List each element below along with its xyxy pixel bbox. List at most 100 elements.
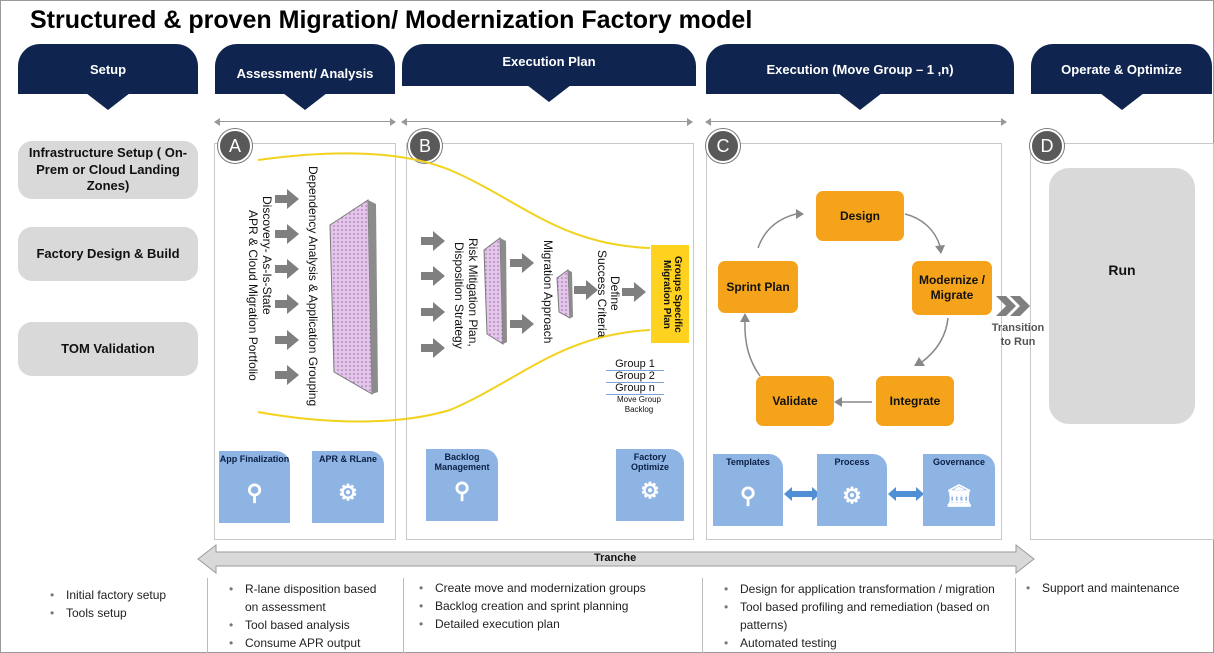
bullet-item: Tools setup [50, 604, 166, 622]
tranche-label: Tranche [594, 552, 637, 564]
card-label: Governance [932, 457, 986, 467]
cycle-arrow-icon [935, 245, 945, 254]
migration-plan-box: Groups Specific Migration Plan [651, 245, 689, 343]
card-label: Backlog Management [434, 452, 490, 473]
bullet-item: Tool based analysis [229, 616, 387, 634]
divider [403, 578, 404, 653]
setup-box-factory: Factory Design & Build [18, 227, 198, 281]
run-label: Run [1108, 262, 1136, 278]
cycle-validate: Validate [756, 376, 834, 426]
person-laptop-icon: ⚲ [453, 478, 471, 503]
card-app-finalization: App Finalization ⚲ [219, 451, 290, 523]
bullet-item: Consume APR output [229, 634, 387, 652]
plan-text-migration-approach: Migration Approach [541, 240, 556, 344]
setup-box-label: TOM Validation [61, 340, 155, 356]
plan-text-disposition: Disposition Strategy [452, 242, 467, 349]
setup-box-tom: TOM Validation [18, 322, 198, 376]
phase-label: Execution (Move Group – 1 ,n) [766, 61, 954, 77]
page-title: Structured & proven Migration/ Moderniza… [30, 6, 753, 34]
card-label: Factory Optimize [630, 452, 669, 473]
phase-execution: Execution (Move Group – 1 ,n) [706, 44, 1014, 110]
cycle-design: Design [816, 191, 904, 241]
bullet-item: Design for application transformation / … [724, 580, 1002, 598]
bullets-execution: Design for application transformation / … [722, 580, 1002, 652]
building-icon: 🏛 [945, 483, 973, 508]
bullet-item: Initial factory setup [50, 586, 166, 604]
card-factory-optimize: Factory Optimize⚙ [616, 449, 684, 521]
chevron-right-icon [996, 296, 1016, 316]
pyramid-shape-1 [329, 199, 373, 395]
plan-text-risk: Risk Mitigation Plan, [466, 238, 481, 347]
card-label: Templates [726, 457, 770, 467]
plan-text-define: Define [608, 276, 623, 311]
setup-box-label: Infrastructure Setup ( On-Prem or Cloud … [28, 144, 188, 194]
bullets-execution-plan: Create move and modernization groups Bac… [417, 579, 697, 633]
cycle-arrow-icon [740, 313, 750, 322]
span-line-execution-plan [401, 118, 693, 126]
group-item: Group n [606, 382, 664, 395]
cycle-modernize: Modernize / Migrate [912, 261, 992, 315]
phase-assessment: Assessment/ Analysis [215, 44, 395, 110]
bullet-item: Automated testing [724, 634, 1002, 652]
bullet-item: Create move and modernization groups [419, 579, 697, 597]
cycle-arrow-icon [914, 357, 925, 366]
person-laptop-icon: ⚲ [246, 480, 263, 505]
phase-label: Assessment/ Analysis [236, 65, 374, 81]
plan-text-success: Success Criteria [595, 250, 610, 338]
bullet-item: Tool based profiling and remediation (ba… [724, 598, 1002, 634]
card-label: App Finalization [219, 454, 290, 464]
setup-box-label: Factory Design & Build [36, 245, 180, 261]
pyramid-side-2 [500, 238, 507, 344]
phase-label: Setup [89, 61, 127, 77]
phase-label: Operate & Optimize [1061, 61, 1182, 77]
backlog-label: Move Group Backlog [616, 395, 662, 414]
pyramid-side-3 [568, 270, 573, 318]
card-process: Process⚙ [817, 454, 887, 526]
assessment-text-apr: APR & Cloud Migration Portfolio [246, 210, 261, 381]
funnel-bottom-line [257, 329, 651, 423]
assessment-text-dependency: Dependency Analysis & Application Groupi… [306, 166, 321, 407]
phase-operate: Operate & Optimize [1031, 44, 1212, 110]
cycle-sprint-plan: Sprint Plan [718, 261, 798, 313]
assessment-text-discovery: Discovery- As-Is-State [260, 196, 275, 315]
card-apr-rlane: APR & RLane ⚙ [312, 451, 384, 523]
pyramid-side-1 [368, 200, 378, 394]
card-governance: Governance 🏛 [923, 454, 995, 526]
span-line-assessment [214, 118, 396, 126]
group-item: Group 2 [606, 370, 664, 383]
phase-execution-plan: Execution Plan [402, 44, 696, 102]
marker-d: D [1030, 129, 1064, 163]
setup-box-infrastructure: Infrastructure Setup ( On-Prem or Cloud … [18, 141, 198, 199]
cycle-arrow-icon [834, 397, 842, 407]
bullets-assessment: R-lane disposition based on assessment T… [227, 580, 387, 652]
bullet-item: R-lane disposition based on assessment [229, 580, 387, 616]
run-box: Run [1049, 168, 1195, 424]
group-item: Group 1 [606, 358, 664, 371]
pyramid-shape-3 [556, 269, 571, 319]
divider [1015, 578, 1016, 653]
funnel-top-line [257, 152, 651, 249]
migration-plan-label: Groups Specific Migration Plan [661, 255, 683, 333]
chevron-right-icon [1010, 296, 1030, 316]
person-laptop-icon: ⚲ [739, 483, 757, 508]
card-backlog-management: Backlog Management ⚲ [426, 449, 498, 521]
transition-label: Transition to Run [991, 322, 1045, 348]
divider [207, 578, 208, 653]
card-templates: Templates ⚲ [713, 454, 783, 526]
divider [702, 578, 703, 653]
phase-setup: Setup [18, 44, 198, 110]
marker-c: C [706, 129, 740, 163]
bullet-item: Detailed execution plan [419, 615, 697, 633]
double-arrow-icon [888, 487, 924, 501]
bullets-operate: Support and maintenance [1024, 579, 1204, 597]
cycle-integrate: Integrate [876, 376, 954, 426]
gear-icon: ⚙ [338, 480, 358, 505]
tranche-arrow [197, 543, 1035, 575]
gear-icon: ⚙ [842, 483, 862, 508]
bullets-setup: Initial factory setup Tools setup [48, 586, 166, 622]
card-label: APR & RLane [318, 454, 377, 464]
bullet-item: Support and maintenance [1026, 579, 1204, 597]
double-arrow-icon [784, 487, 820, 501]
cycle-arrow-icon [796, 209, 804, 219]
